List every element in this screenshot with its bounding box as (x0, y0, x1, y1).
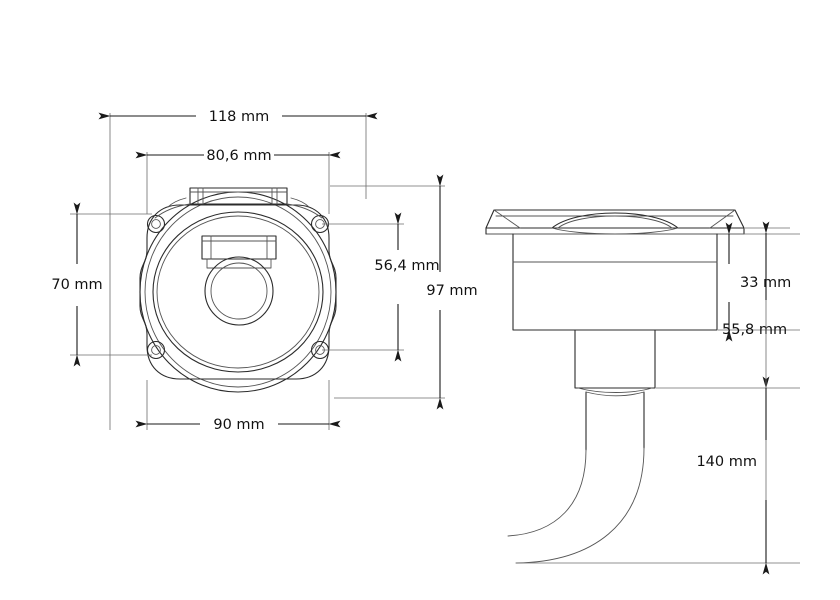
side-view (485, 209, 745, 564)
dimension-558mm: 55,8 mm (722, 322, 787, 338)
corner-mounting-hole-top-left (146, 214, 166, 234)
corner-mounting-hole-bottom-left (146, 340, 166, 360)
dimension-label-118mm: 118 mm (209, 109, 270, 125)
front-view (139, 187, 337, 393)
housing-body (512, 233, 718, 331)
front-extension-lines (70, 113, 445, 430)
dimension-label-564mm: 56,4 mm (374, 258, 439, 274)
dimension-label-97mm: 97 mm (426, 283, 477, 299)
corner-hole-bore-bottom-left (151, 345, 161, 355)
dimension-label-140mm: 140 mm (696, 454, 757, 470)
inner-rectangular-block (201, 235, 277, 269)
flange-cap (485, 209, 745, 235)
dimension-label-806mm: 80,6 mm (206, 148, 271, 164)
top-clip-tab (154, 187, 323, 219)
lens-inner-circle (210, 262, 268, 320)
cable-gland (574, 329, 656, 451)
dimension-564mm: 56,4 mm (374, 212, 440, 362)
corner-hole-bore-top-left (151, 219, 161, 229)
dimension-33mm: 33 mm (725, 222, 791, 342)
dimension-97mm: 97 mm (426, 174, 478, 410)
lens-outer-circle (204, 256, 274, 326)
oval-housing-outer (139, 191, 337, 393)
bezel-ring-inner (156, 215, 320, 369)
dimension-label-70mm: 70 mm (51, 277, 102, 293)
bezel-ring-outer (152, 211, 324, 373)
dimension-90mm: 90 mm (135, 417, 341, 433)
dimension-label-90mm: 90 mm (213, 417, 264, 433)
mounting-flange (139, 204, 337, 380)
dimension-140mm: 140 mm (696, 221, 770, 575)
dimension-118mm: 118 mm (98, 109, 378, 125)
dimension-70mm: 70 mm (51, 202, 103, 367)
cable (507, 447, 645, 564)
dimension-label-558mm: 55,8 mm (722, 322, 787, 338)
dimension-806mm: 80,6 mm (135, 148, 341, 164)
oval-housing-inner (144, 196, 332, 388)
